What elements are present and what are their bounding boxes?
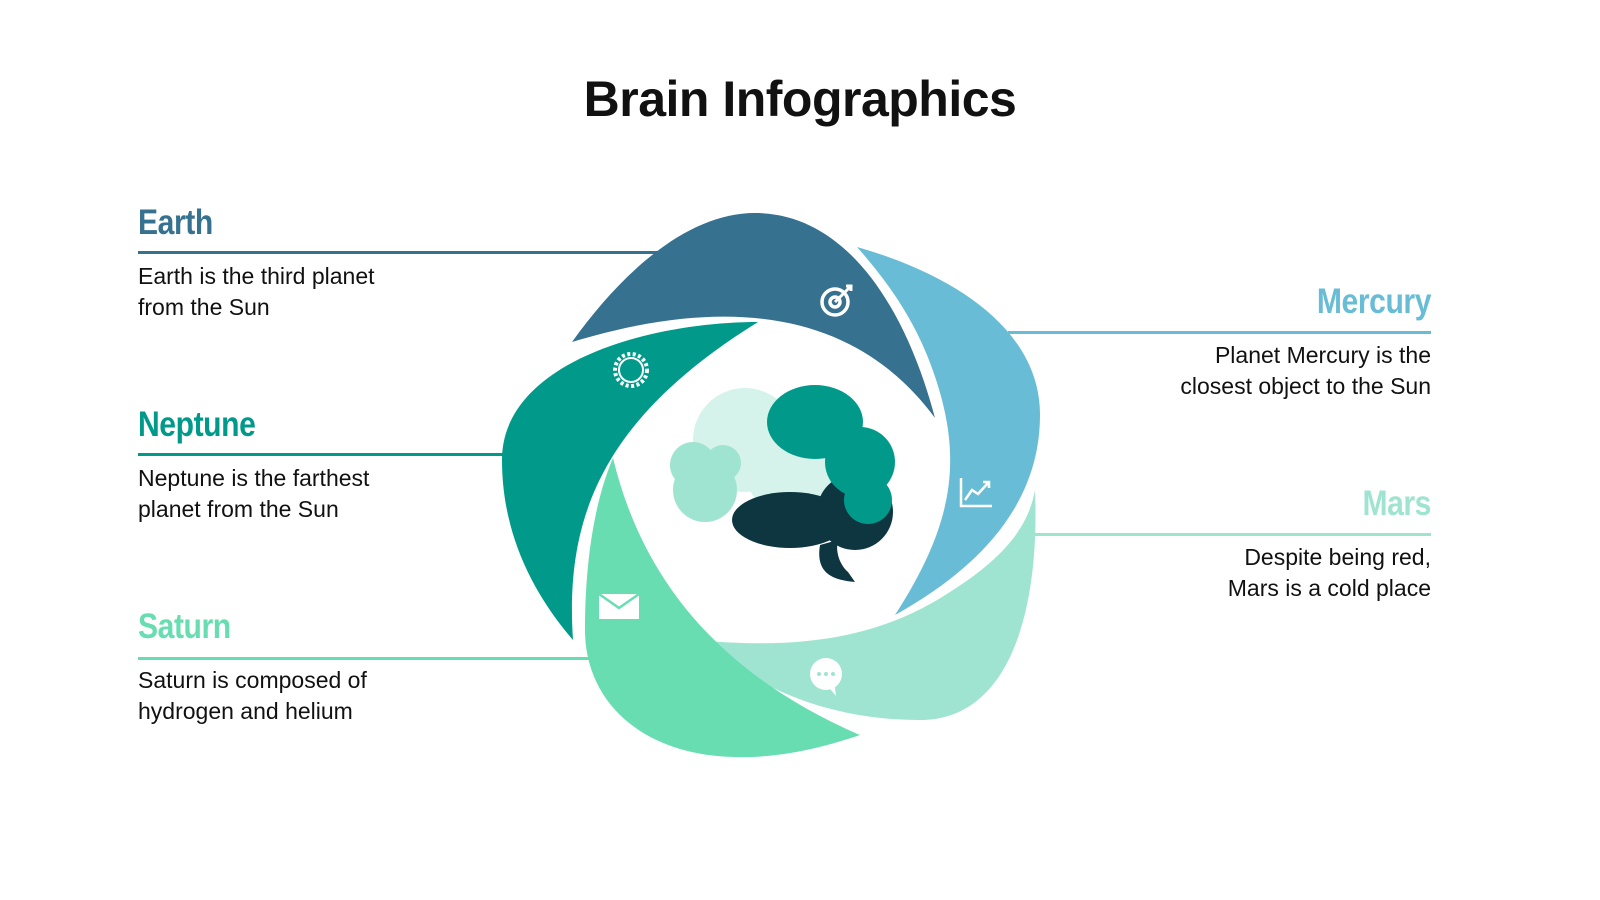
saturn-item: Saturn Saturn is composed of hydrogen and… (138, 607, 558, 727)
mercury-desc-line1: Planet Mercury is the (1214, 342, 1431, 368)
mars-connector-line (1034, 533, 1431, 536)
page-title: Brain Infographics (583, 71, 1017, 127)
brain-icon (670, 385, 895, 582)
neptune-desc-line2: planet from the Sun (138, 496, 339, 522)
mars-heading: Mars (1362, 484, 1431, 523)
mercury-description: Planet Mercury is the closest object to t… (1011, 340, 1431, 402)
mars-item: Mars Despite being red, Mars is a cold pl… (1011, 484, 1432, 604)
neptune-item: Neptune Neptune is the farthest planet fr… (138, 405, 558, 525)
neptune-segment (502, 322, 758, 640)
earth-connector-line (138, 251, 658, 254)
neptune-desc-line1: Neptune is the farthest (138, 465, 370, 491)
mercury-item: Mercury Planet Mercury is the closest obj… (1011, 282, 1431, 402)
neptune-heading: Neptune (138, 405, 256, 444)
gear-icon (613, 352, 649, 388)
mercury-segment (857, 247, 1040, 615)
earth-desc-line1: Earth is the third planet (138, 263, 375, 289)
mars-desc-line1: Despite being red, (1244, 544, 1431, 570)
speech-bubble-icon (810, 658, 842, 696)
saturn-description: Saturn is composed of hydrogen and helium (138, 665, 558, 727)
mercury-heading: Mercury (1316, 282, 1432, 321)
saturn-desc-line2: hydrogen and helium (138, 698, 353, 724)
earth-description: Earth is the third planet from the Sun (138, 261, 558, 323)
neptune-description: Neptune is the farthest planet from the S… (138, 463, 558, 525)
mars-description: Despite being red, Mars is a cold place (1011, 542, 1431, 604)
mars-desc-line2: Mars is a cold place (1227, 575, 1431, 601)
envelope-icon (598, 592, 640, 619)
mercury-connector-line (1008, 331, 1431, 334)
saturn-desc-line1: Saturn is composed of (138, 667, 367, 693)
target-icon (820, 284, 853, 317)
neptune-connector-line (138, 453, 506, 456)
mars-segment (697, 490, 1036, 720)
earth-item: Earth Earth is the third planet from the … (138, 203, 558, 323)
saturn-segment (585, 458, 860, 758)
saturn-heading: Saturn (138, 607, 231, 646)
earth-desc-line2: from the Sun (138, 294, 270, 320)
mercury-desc-line2: closest object to the Sun (1180, 373, 1431, 399)
earth-heading: Earth (138, 203, 213, 242)
earth-segment (572, 213, 935, 418)
chart-line-icon (959, 478, 992, 508)
saturn-connector-line (138, 657, 590, 660)
